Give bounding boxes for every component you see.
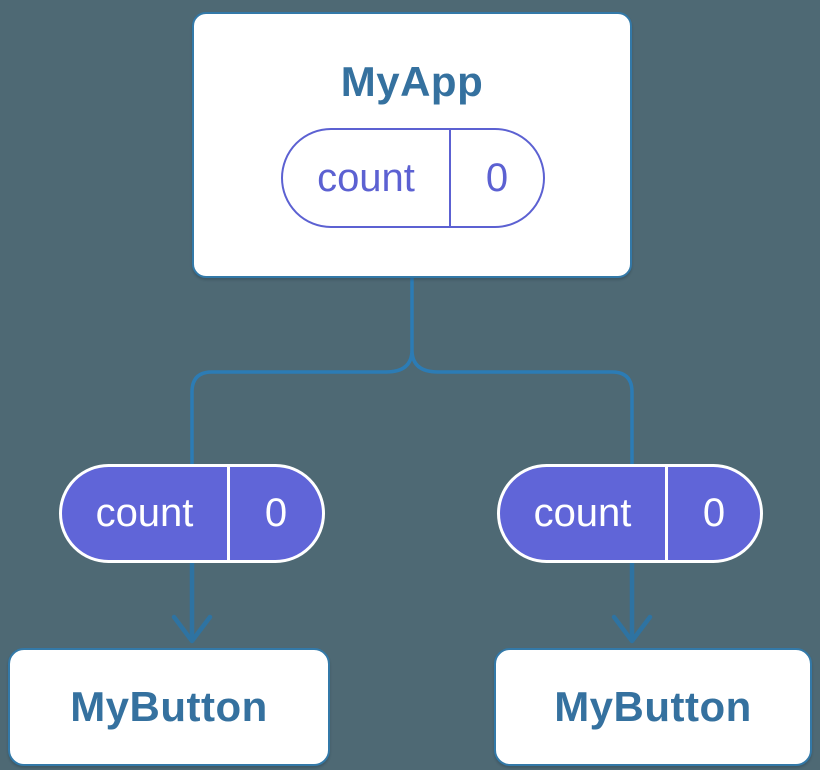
state-pill: count 0 (281, 128, 545, 228)
right-prop-pill: count 0 (497, 464, 763, 563)
right-child-component-card: MyButton (494, 648, 812, 766)
arrow-down-left-icon (171, 560, 213, 644)
left-child-component-card: MyButton (8, 648, 330, 766)
right-prop-pill-label: count (533, 491, 632, 535)
right-child-component-title: MyButton (554, 683, 752, 730)
branch-connector-line (190, 278, 634, 464)
state-pill-label: count (317, 155, 415, 200)
root-component-card: MyApp count 0 (192, 12, 632, 278)
left-child-component-title: MyButton (70, 683, 268, 730)
left-prop-pill-value: 0 (227, 467, 322, 560)
left-prop-pill: count 0 (59, 464, 325, 563)
root-component-title: MyApp (340, 58, 484, 105)
left-prop-pill-label: count (95, 491, 194, 535)
state-pill-value: 0 (449, 130, 543, 226)
right-prop-pill-value: 0 (665, 467, 760, 560)
arrow-down-right-icon (611, 560, 653, 644)
